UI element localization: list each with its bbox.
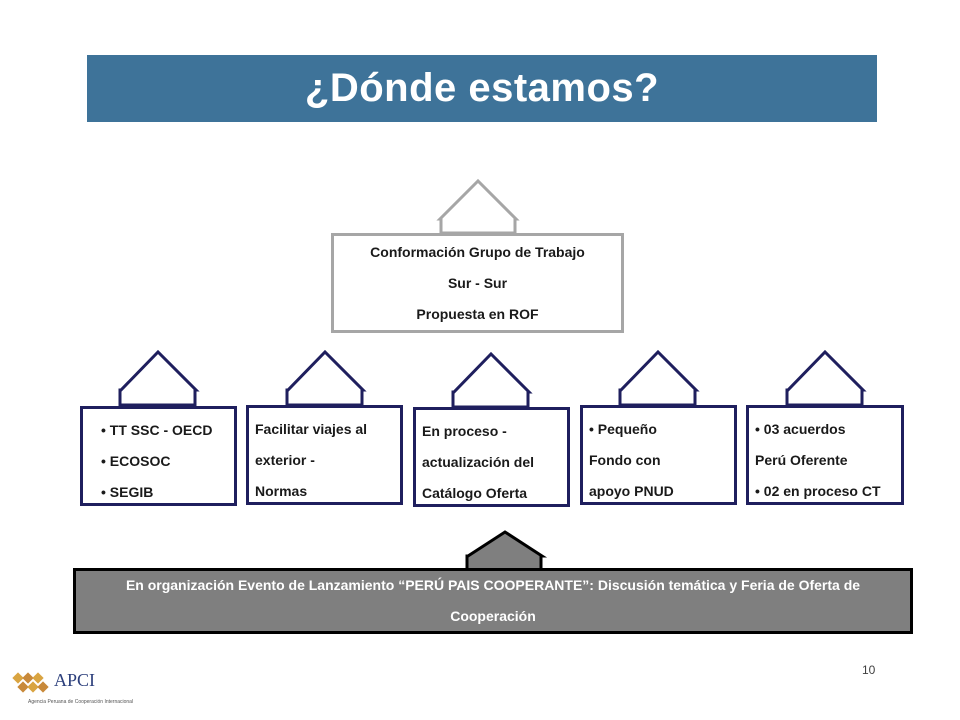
box-1-item: ECOSOC	[101, 446, 228, 477]
up-arrow-5	[785, 349, 867, 407]
box-2-line: Facilitar viajes al	[255, 421, 368, 437]
up-arrow-4	[618, 349, 700, 407]
up-arrow-bottom	[465, 530, 548, 572]
up-arrow-top	[436, 178, 520, 235]
box-4-line: apoyo PNUD	[589, 483, 674, 499]
top-box-line2: Sur - Sur	[447, 274, 508, 291]
logo-subtitle: Agencia Peruana de Cooperación Internaci…	[28, 699, 134, 705]
box-1-item: SEGIB	[101, 477, 228, 508]
box-3-line: actualización del	[422, 454, 535, 470]
box-1: TT SSC - OECD ECOSOC SEGIB	[80, 406, 237, 506]
box-2: Facilitar viajes al exterior - Normas	[246, 405, 403, 505]
box-5-bullet: 02 en proceso CT	[755, 476, 895, 507]
up-arrow-1	[118, 349, 200, 407]
box-2-line: Normas	[255, 483, 308, 499]
top-box: Conformación Grupo de Trabajo Sur - Sur …	[331, 233, 624, 333]
top-box-line1: Conformación Grupo de Trabajo	[370, 243, 585, 260]
box-2-line: exterior -	[255, 452, 315, 468]
box-3-line: En proceso -	[422, 423, 507, 439]
up-arrow-3	[451, 351, 533, 409]
box-4: Pequeño Fondo con apoyo PNUD	[580, 405, 737, 505]
logo-name: APCI	[54, 670, 96, 690]
top-box-line3: Propuesta en ROF	[416, 305, 539, 322]
box-4-line: Fondo con	[589, 452, 661, 468]
box-3: En proceso - actualización del Catálogo …	[413, 407, 570, 507]
box-4-bullet: Pequeño	[589, 414, 728, 445]
box-5-line: Perú Oferente	[755, 452, 848, 468]
apci-logo: APCI	[50, 670, 95, 691]
bottom-box-text: En organización Evento de Lanzamiento “P…	[125, 577, 861, 624]
bottom-box: En organización Evento de Lanzamiento “P…	[73, 568, 913, 634]
box-5: 03 acuerdos Perú Oferente 02 en proceso …	[746, 405, 904, 505]
box-3-line: Catálogo Oferta	[422, 485, 528, 501]
page-title: ¿Dónde estamos?	[304, 66, 660, 110]
box-5-bullet: 03 acuerdos	[755, 414, 895, 445]
up-arrow-2	[285, 349, 367, 407]
title-bar: ¿Dónde estamos?	[87, 55, 877, 122]
page-number: 10	[862, 663, 876, 677]
apci-logo-mark	[12, 672, 49, 693]
box-1-item: TT SSC - OECD	[101, 415, 228, 446]
